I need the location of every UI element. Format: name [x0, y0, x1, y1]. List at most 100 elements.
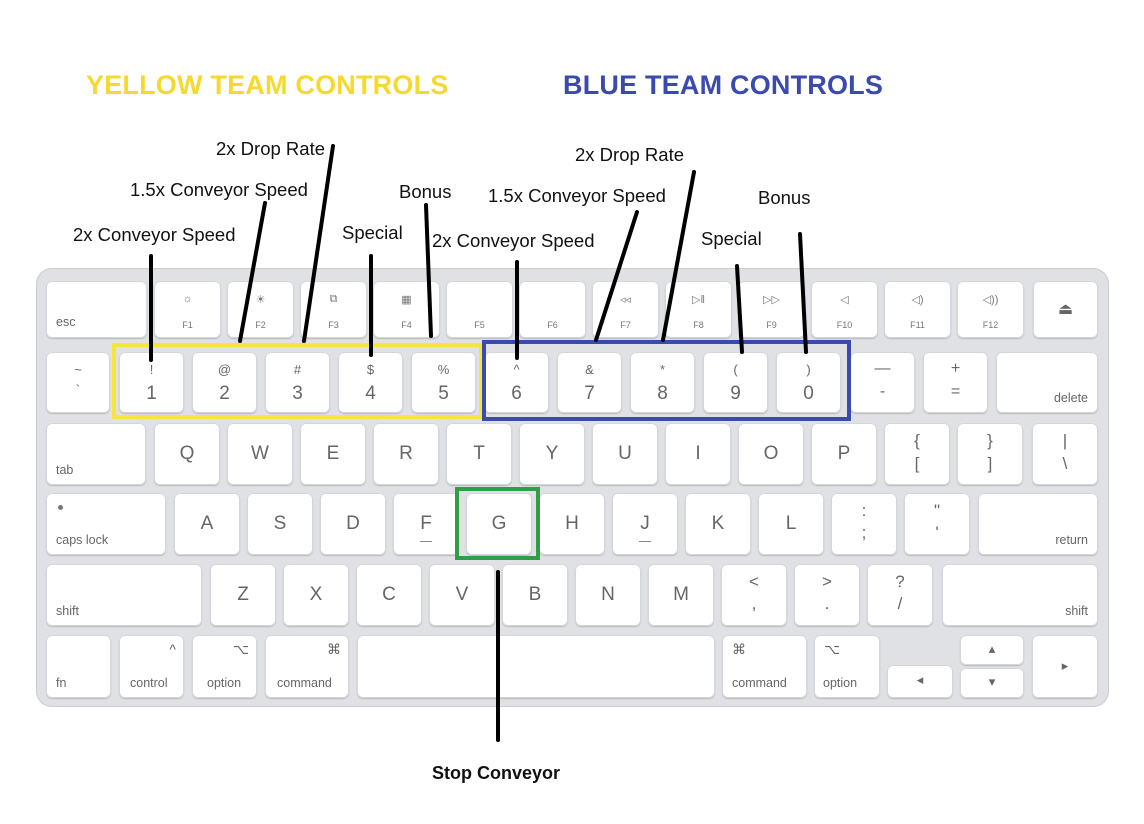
f12-key[interactable]: ◁)) F12 — [957, 281, 1024, 338]
key-s[interactable]: S — [247, 493, 313, 555]
key-t[interactable]: T — [446, 423, 512, 485]
key-v[interactable]: V — [429, 564, 495, 626]
key-t-label: T — [473, 443, 485, 464]
key-8[interactable]: * 8 — [630, 352, 695, 413]
key-b[interactable]: B — [502, 564, 568, 626]
right-shift-label: shift — [1065, 604, 1088, 618]
key-r-label: R — [399, 443, 413, 464]
key-n[interactable]: N — [575, 564, 641, 626]
slash-label: / — [897, 594, 903, 613]
key-h[interactable]: H — [539, 493, 605, 555]
key-p[interactable]: P — [811, 423, 877, 485]
key-0[interactable]: ) 0 — [776, 352, 841, 413]
key-u[interactable]: U — [592, 423, 658, 485]
arrow-right-key[interactable]: ▸ — [1032, 635, 1098, 698]
arrow-up-key[interactable]: ▴ — [960, 635, 1024, 665]
f3-label: F3 — [328, 320, 339, 330]
key-y[interactable]: Y — [519, 423, 585, 485]
key-x[interactable]: X — [283, 564, 349, 626]
right-bracket-key[interactable]: } ] — [957, 423, 1023, 485]
key-f[interactable]: F — [393, 493, 459, 555]
key-z-label: Z — [237, 584, 249, 605]
arrow-down-key[interactable]: ▾ — [960, 668, 1024, 698]
f2-key[interactable]: ☀ F2 — [227, 281, 294, 338]
f7-key[interactable]: ◃◃ F7 — [592, 281, 659, 338]
fn-key[interactable]: fn — [46, 635, 111, 698]
delete-key[interactable]: delete — [996, 352, 1098, 413]
key-4[interactable]: $ 4 — [338, 352, 403, 413]
key-1[interactable]: ! 1 — [119, 352, 184, 413]
key-i[interactable]: I — [665, 423, 731, 485]
blue-team-title: BLUE TEAM CONTROLS — [563, 70, 884, 100]
f9-key[interactable]: ▷▷ F9 — [738, 281, 805, 338]
backtick-key[interactable]: ~ ` — [46, 352, 110, 413]
key-w[interactable]: W — [227, 423, 293, 485]
left-bracket-key[interactable]: { [ — [884, 423, 950, 485]
key-m[interactable]: M — [648, 564, 714, 626]
key-l[interactable]: L — [758, 493, 824, 555]
semicolon-key[interactable]: : ; — [831, 493, 897, 555]
key-d[interactable]: D — [320, 493, 386, 555]
key-3[interactable]: # 3 — [265, 352, 330, 413]
right-command-key[interactable]: ⌘ command — [722, 635, 807, 698]
spacebar[interactable] — [357, 635, 715, 698]
right-option-key[interactable]: ⌥ option — [814, 635, 880, 698]
f8-key[interactable]: ▷‖ F8 — [665, 281, 732, 338]
key-5[interactable]: % 5 — [411, 352, 476, 413]
left-option-key[interactable]: ⌥ option — [192, 635, 257, 698]
quote-key[interactable]: " ' — [904, 493, 970, 555]
eject-icon: ⏏ — [1057, 301, 1074, 318]
left-bracket-label: [ — [914, 454, 920, 473]
f10-key[interactable]: ◁ F10 — [811, 281, 878, 338]
key-o[interactable]: O — [738, 423, 804, 485]
key-z[interactable]: Z — [210, 564, 276, 626]
f11-key[interactable]: ◁) F11 — [884, 281, 951, 338]
key-f-home-bump — [420, 541, 432, 542]
tab-key[interactable]: tab — [46, 423, 146, 485]
left-shift-key[interactable]: shift — [46, 564, 202, 626]
key-q[interactable]: Q — [154, 423, 220, 485]
f1-key[interactable]: ☼ F1 — [154, 281, 221, 338]
minus-key[interactable]: — - — [850, 352, 915, 413]
period-key[interactable]: > . — [794, 564, 860, 626]
return-key[interactable]: return — [978, 493, 1098, 555]
key-1-number: 1 — [146, 383, 157, 404]
key-5-number: 5 — [438, 383, 449, 404]
arrow-up-icon: ▴ — [988, 641, 996, 656]
key-a-label: A — [200, 513, 214, 534]
left-control-key[interactable]: ^ control — [119, 635, 184, 698]
comma-key[interactable]: < , — [721, 564, 787, 626]
launchpad-icon: ▦ — [401, 294, 412, 306]
equals-key[interactable]: + = — [923, 352, 988, 413]
key-r[interactable]: R — [373, 423, 439, 485]
key-2[interactable]: @ 2 — [192, 352, 257, 413]
slash-key[interactable]: ? / — [867, 564, 933, 626]
yellow-team-highlight — [112, 343, 483, 419]
eject-key[interactable]: ⏏ — [1033, 281, 1098, 338]
tilde-label: ~ — [74, 362, 82, 377]
left-command-key[interactable]: ⌘ command — [265, 635, 349, 698]
key-6[interactable]: ^ 6 — [484, 352, 549, 413]
yellow-conveyor-2x-label: 2x Conveyor Speed — [73, 224, 236, 245]
volume-down-icon: ◁) — [911, 294, 924, 306]
key-9[interactable]: ( 9 — [703, 352, 768, 413]
esc-key[interactable]: esc — [46, 281, 147, 338]
f6-key[interactable]: F6 — [519, 281, 586, 338]
key-k-label: K — [711, 513, 725, 534]
arrow-left-key[interactable]: ◂ — [887, 665, 953, 698]
key-k[interactable]: K — [685, 493, 751, 555]
caps-lock-key[interactable]: caps lock — [46, 493, 166, 555]
key-e[interactable]: E — [300, 423, 366, 485]
key-7[interactable]: & 7 — [557, 352, 622, 413]
minus-top-label: — — [874, 360, 891, 377]
key-j[interactable]: J — [612, 493, 678, 555]
rewind-icon: ◃◃ — [619, 294, 632, 306]
mute-icon: ◁ — [840, 294, 849, 306]
f5-key[interactable]: F5 — [446, 281, 513, 338]
f11-label: F11 — [910, 320, 925, 330]
backslash-key[interactable]: | \ — [1032, 423, 1098, 485]
key-g[interactable]: G — [466, 493, 532, 555]
right-shift-key[interactable]: shift — [942, 564, 1098, 626]
key-a[interactable]: A — [174, 493, 240, 555]
key-c[interactable]: C — [356, 564, 422, 626]
